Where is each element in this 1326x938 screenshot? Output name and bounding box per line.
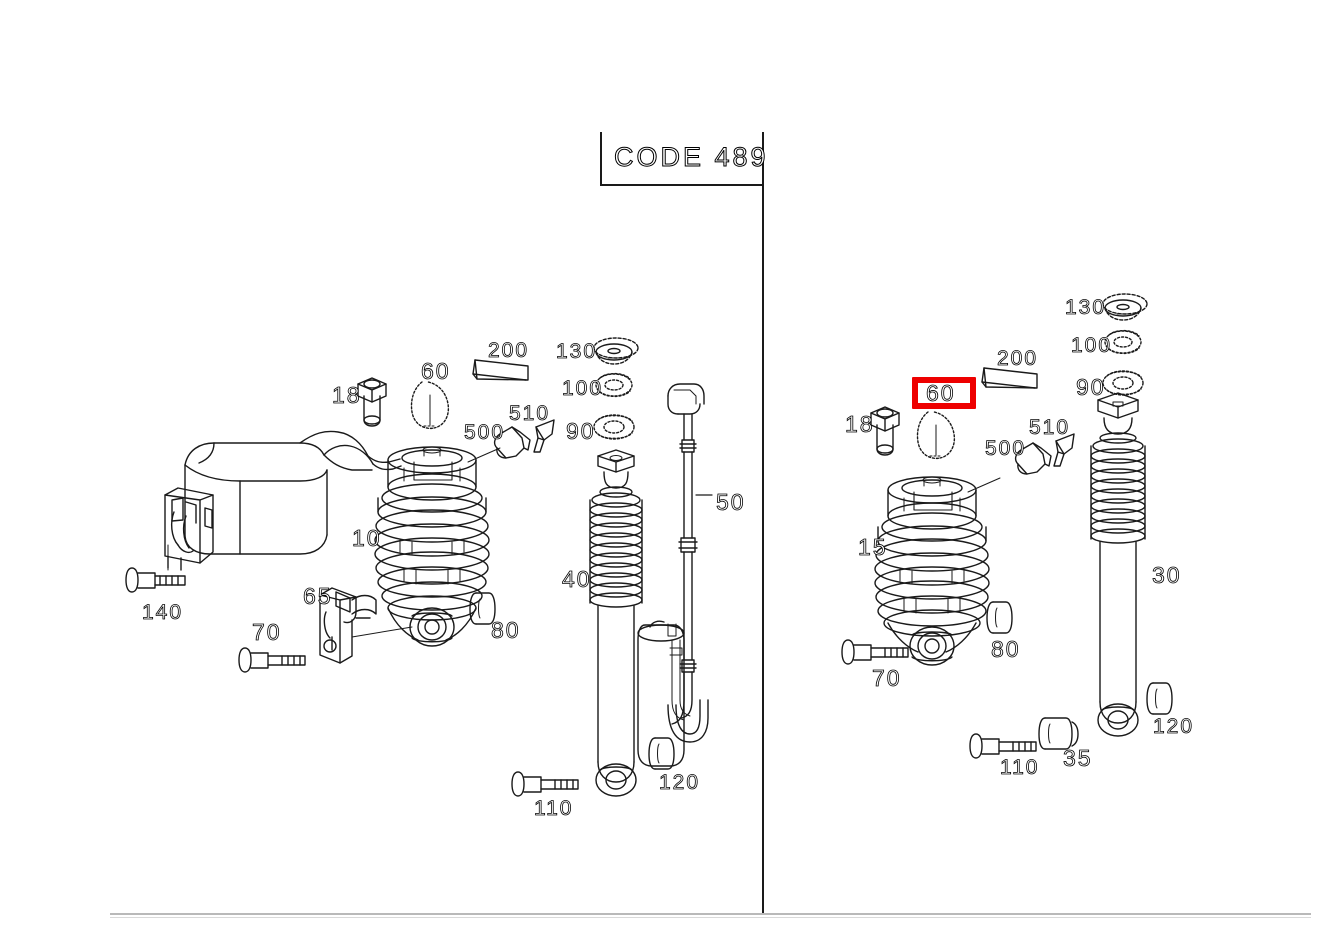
part-label-90: 90 [1076,374,1106,401]
part-label-140: 140 [142,601,184,625]
highlighted-part-box[interactable] [912,377,976,409]
part-label-510: 510 [509,402,551,426]
part-label-70: 70 [872,665,902,692]
code-label: CODE 489 [614,142,769,173]
part-label-18: 18 [845,411,875,438]
disc-130-right [1102,293,1148,321]
part-label-500: 500 [985,437,1027,461]
part-label-18: 18 [332,382,362,409]
part-label-30: 30 [1152,562,1182,589]
part-label-35: 35 [1063,745,1093,772]
part-label-500: 500 [464,421,506,445]
part-label-120: 120 [659,771,701,795]
air-line-50 [667,383,713,725]
nut-80-left [469,592,496,625]
part-label-80: 80 [991,636,1021,663]
nut-18-right [870,406,900,456]
washer-100-left [595,372,633,398]
sensor-60-right [916,411,956,460]
nut-120-right [1146,682,1173,715]
part-label-10: 10 [352,525,382,552]
air-spring-strut-left [374,446,501,647]
bolt-70-right [841,639,909,665]
fitting-500-left [493,426,531,459]
bracket-65 [319,587,413,664]
part-label-200: 200 [488,339,530,363]
part-label-15: 15 [858,534,888,561]
part-label-40: 40 [562,566,592,593]
bolt-110-right [969,733,1037,759]
air-spring-strut-right [874,476,1001,666]
bottom-rule-secondary [110,917,1311,918]
wedge-200-left [472,359,529,381]
part-label-110: 110 [534,797,574,821]
part-label-80: 80 [491,617,521,644]
nut-80-right [986,601,1013,634]
disc-130-left [593,337,639,365]
bolt-140 [125,544,186,593]
wedge-200-right [981,367,1038,389]
part-label-110: 110 [1000,756,1040,780]
fitting-500-right [1014,442,1052,475]
part-label-60: 60 [926,380,956,407]
part-label-60: 60 [421,358,451,385]
washer-100-right [1104,329,1142,355]
bolt-110-left [511,771,579,797]
panel-divider [762,132,764,914]
part-label-90: 90 [566,418,596,445]
bushing-35 [1038,717,1079,750]
sensor-60-left [410,381,450,430]
valve-510-right [1053,433,1075,467]
part-label-200: 200 [997,347,1039,371]
part-label-510: 510 [1029,416,1071,440]
code-box [600,132,763,186]
part-label-130: 130 [1065,296,1107,320]
part-label-100: 100 [1071,334,1113,358]
valve-510-left [533,419,555,453]
part-label-65: 65 [303,583,333,610]
nut-18-left [357,377,387,427]
part-label-100: 100 [562,377,604,401]
bottom-rule [110,913,1311,915]
bolt-70-left [238,647,306,673]
part-label-120: 120 [1153,715,1195,739]
reservoir-tank [164,430,402,571]
washer-90-left [593,414,635,440]
part-label-70: 70 [252,619,282,646]
shock-absorber-30 [1090,392,1146,737]
nut-120-left [648,737,675,770]
washer-90-right [1102,370,1144,396]
shock-absorber-40 [589,449,709,797]
part-label-50: 50 [716,489,746,516]
part-label-130: 130 [556,340,598,364]
